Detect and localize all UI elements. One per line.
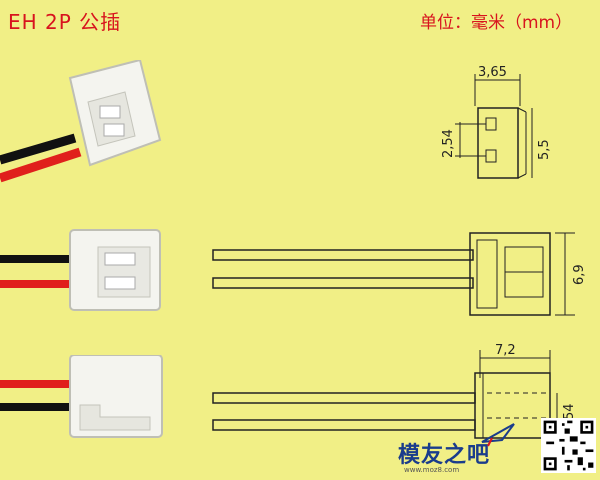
dimension-partial: 54 xyxy=(562,403,577,420)
outline-top-view: 3,65 2,54 5,5 xyxy=(441,65,552,179)
pin-square-top xyxy=(485,117,497,131)
dimension-height: 5,5 xyxy=(537,139,552,160)
pin-outline-top xyxy=(212,392,476,404)
qr-code-icon xyxy=(541,418,596,473)
dimension-side-height: 6,9 xyxy=(572,264,587,285)
connector-photo-angled xyxy=(0,60,162,183)
wire-black xyxy=(0,255,80,263)
connector-photo-back xyxy=(0,355,163,438)
watermark-brand: 模友之吧 xyxy=(398,443,491,468)
dimension-pitch: 2,54 xyxy=(441,129,456,158)
dimension-body-length: 7,2 xyxy=(495,343,516,358)
wire-red xyxy=(0,380,80,388)
housing-outline xyxy=(477,107,519,179)
housing-outline xyxy=(474,372,551,439)
airplane-logo-icon xyxy=(481,423,515,447)
wire-red xyxy=(0,280,80,288)
watermark-url: www.moz8.com xyxy=(404,466,460,474)
housing-outline xyxy=(469,232,551,316)
dimension-top-width: 3,65 xyxy=(478,65,507,80)
wire-black xyxy=(0,133,77,165)
housing-step xyxy=(79,404,151,431)
connector-photo-front xyxy=(0,229,161,311)
wire-red xyxy=(0,147,82,183)
units-label: 单位：毫米（mm） xyxy=(420,13,573,33)
pin-square-bottom xyxy=(485,149,497,163)
pin-outline-bottom xyxy=(212,277,474,289)
pin-outline-bottom xyxy=(212,419,476,431)
outline-side-view: 6,9 xyxy=(212,232,587,316)
wire-black xyxy=(0,403,80,411)
pin-slot-top xyxy=(99,105,121,119)
diagram-title: EH 2P 公插 xyxy=(8,10,122,34)
pin-slot-top xyxy=(104,252,136,266)
pin-slot-bottom xyxy=(104,276,136,290)
pin-slot-bottom xyxy=(103,123,125,137)
pin-outline-top xyxy=(212,249,474,261)
